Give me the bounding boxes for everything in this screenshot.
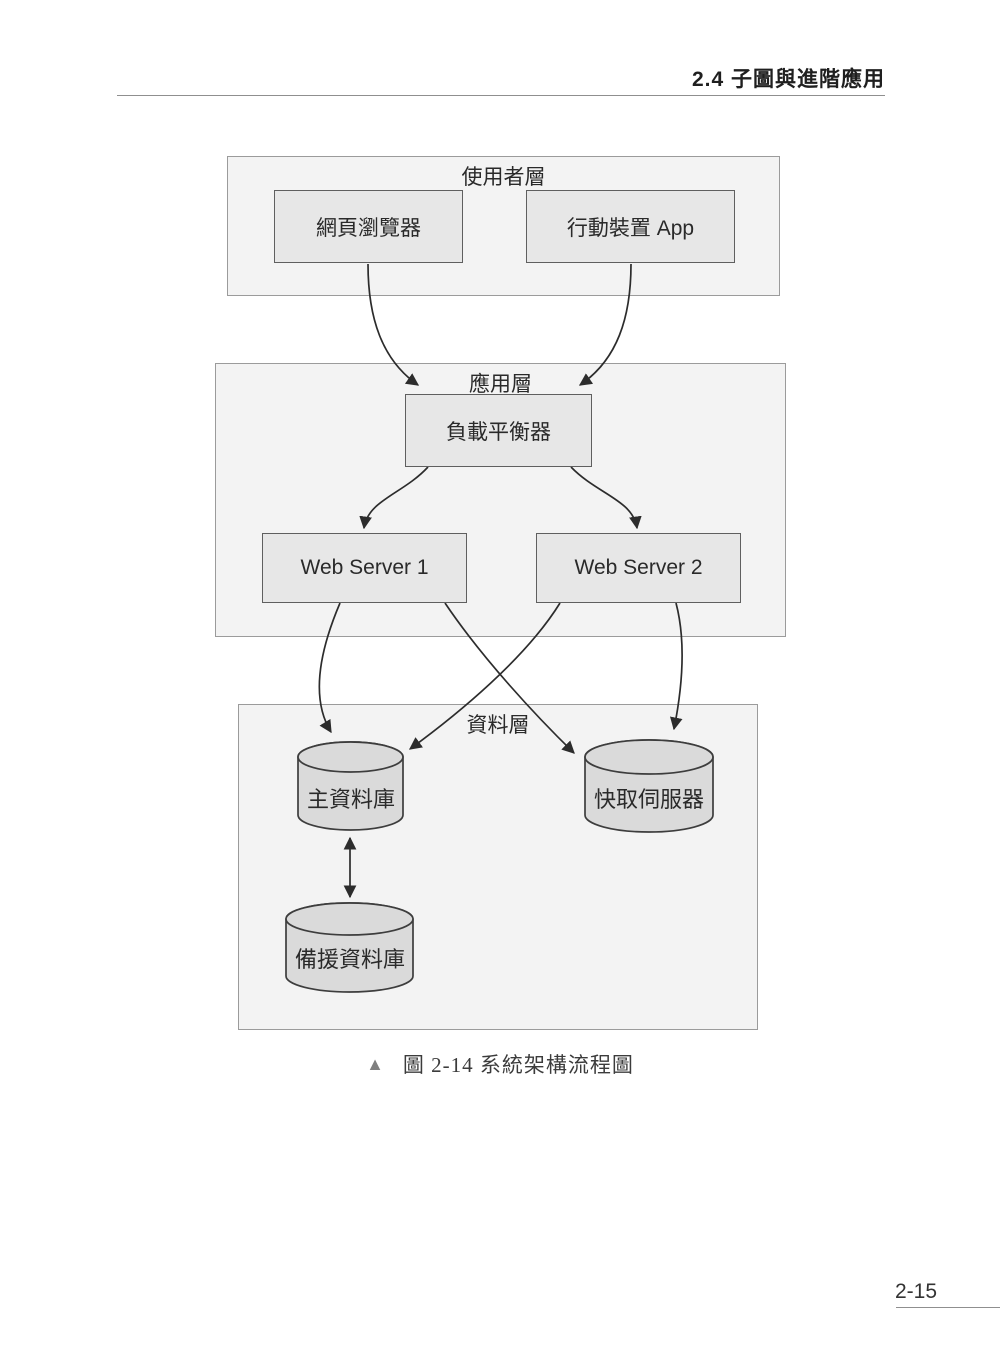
edge-lb-to-ws2 — [570, 466, 642, 530]
edge-lb-to-ws1 — [359, 466, 429, 530]
node-backup-db-label: 備援資料庫 — [294, 947, 405, 972]
figure-caption-text: 圖 2-14 系統架構流程圖 — [402, 1053, 634, 1077]
caption-triangle-icon: ▲ — [366, 1054, 384, 1074]
node-main-db-label: 主資料庫 — [306, 787, 395, 812]
node-web-server-2: Web Server 2 — [536, 533, 741, 603]
edge-ws2-to-cache — [669, 602, 683, 731]
edge-app-to-lb — [578, 263, 632, 386]
cache-cylinder-top — [584, 739, 714, 775]
edge-ws2-to-maindb — [408, 602, 561, 750]
node-web-browser: 網頁瀏覽器 — [274, 190, 463, 263]
node-load-balancer: 負載平衡器 — [405, 394, 592, 467]
node-mobile-app: 行動裝置 App — [526, 190, 735, 263]
edge-ws1-to-cache — [444, 602, 575, 754]
page-number: 2-15 — [894, 1280, 937, 1303]
layer-data-title: 資料層 — [466, 714, 530, 737]
header-rule — [117, 95, 885, 96]
edge-ws1-to-maindb — [318, 602, 341, 734]
node-web-server-2-label: Web Server 2 — [574, 556, 703, 579]
node-load-balancer-label: 負載平衡器 — [446, 420, 551, 444]
footer-rule — [896, 1307, 1000, 1308]
edge-browser-to-lb — [367, 263, 420, 386]
layer-user-title: 使用者層 — [461, 166, 546, 189]
node-web-server-1: Web Server 1 — [262, 533, 467, 603]
node-cache-server-label: 快取伺服器 — [593, 787, 704, 812]
main-db-cylinder-top — [297, 741, 404, 773]
section-heading: 2.4 子圖與進階應用 — [691, 68, 885, 91]
figure-caption: ▲ 圖 2-14 系統架構流程圖 — [0, 1049, 1000, 1079]
node-web-server-1-label: Web Server 1 — [300, 556, 429, 579]
layer-app-title: 應用層 — [469, 373, 532, 396]
node-web-browser-label: 網頁瀏覽器 — [316, 216, 421, 240]
backup-db-cylinder-top — [285, 902, 414, 936]
node-mobile-app-label: 行動裝置 App — [566, 216, 695, 240]
